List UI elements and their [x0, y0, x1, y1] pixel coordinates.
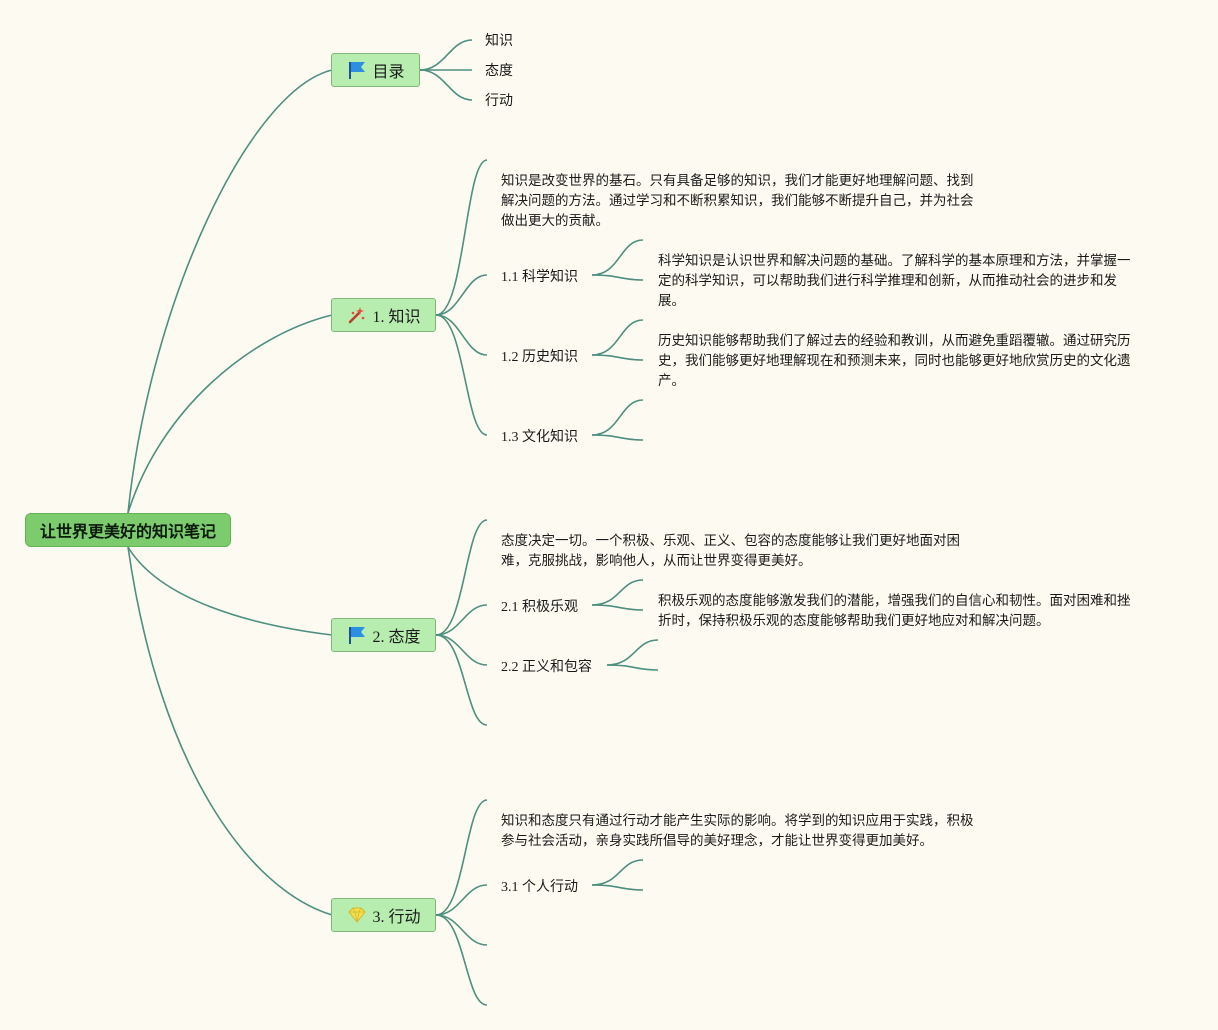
subtopic-science[interactable]: 1.1 科学知识	[501, 270, 578, 285]
connector-root-knowledge	[127, 314, 333, 514]
subtopic-justice[interactable]: 2.2 正义和包容	[501, 660, 592, 675]
toc-item-action[interactable]: 行动	[485, 93, 513, 109]
blue-flag-icon	[346, 59, 368, 81]
branch-toc-label: 目录	[372, 62, 405, 81]
branch-knowledge-label: 1. 知识	[372, 309, 421, 326]
root-topic[interactable]: 让世界更美好的知识笔记	[25, 513, 231, 547]
attitude-intro: 态度决定一切。一个积极、乐观、正义、包容的态度能够让我们更好地面对困 难，克服挑…	[501, 533, 960, 569]
subtopic-positive[interactable]: 2.1 积极乐观	[501, 600, 578, 615]
connector-root-toc	[127, 69, 333, 514]
branch-action[interactable]: 3. 行动	[331, 898, 436, 932]
branch-action-label: 3. 行动	[372, 909, 421, 926]
subtopic-history[interactable]: 1.2 历史知识	[501, 350, 578, 365]
subtopic-culture[interactable]: 1.3 文化知识	[501, 430, 578, 445]
toc-item-knowledge[interactable]: 知识	[485, 33, 513, 49]
connector-root-action	[127, 546, 333, 916]
knowledge-intro: 知识是改变世界的基石。只有具备足够的知识，我们才能更好地理解问题、找到 解决问题…	[501, 173, 974, 229]
magic-wand-icon	[346, 304, 368, 326]
blue-flag-icon	[346, 624, 368, 646]
connector-root-attitude	[127, 546, 333, 636]
history-text: 历史知识能够帮助我们了解过去的经验和教训，从而避免重蹈覆辙。通过研究历 史，我们…	[658, 333, 1131, 389]
diamond-icon	[346, 904, 368, 926]
subtopic-personal-action[interactable]: 3.1 个人行动	[501, 880, 578, 895]
toc-item-attitude[interactable]: 态度	[485, 63, 513, 79]
branch-knowledge[interactable]: 1. 知识	[331, 298, 436, 332]
science-text: 科学知识是认识世界和解决问题的基础。了解科学的基本原理和方法，并掌握一 定的科学…	[658, 253, 1131, 309]
positive-text: 积极乐观的态度能够激发我们的潜能，增强我们的自信心和韧性。面对困难和挫 折时，保…	[658, 593, 1131, 629]
action-intro: 知识和态度只有通过行动才能产生实际的影响。将学到的知识应用于实践，积极 参与社会…	[501, 813, 974, 849]
branch-attitude-label: 2. 态度	[372, 629, 421, 646]
branch-toc[interactable]: 目录	[331, 53, 420, 87]
branch-attitude[interactable]: 2. 态度	[331, 618, 436, 652]
